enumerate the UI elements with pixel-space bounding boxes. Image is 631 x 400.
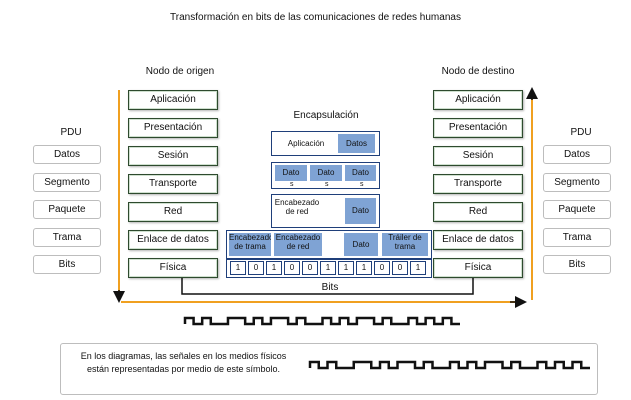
enc-app-label: Aplicación	[287, 139, 325, 148]
enc-segment-1: Dato	[275, 165, 307, 181]
layer-dest-4: Red	[433, 202, 523, 222]
diagram-title: Transformación en bits de las comunicaci…	[170, 12, 461, 23]
bit-10: 1	[410, 261, 426, 275]
enc-frame-trailer: Tráiler de trama	[382, 233, 428, 256]
pdu-left-3: Trama	[33, 227, 101, 247]
pdu-left-1: Segmento	[33, 172, 101, 192]
bit-3: 0	[284, 261, 300, 275]
enc-transport-row: Dato Dato Dato s s s	[271, 162, 380, 189]
enc-network-row: Encabezado de red Dato	[271, 194, 380, 228]
enc-network-header: Encabezado de red	[274, 198, 320, 216]
layer-source-4: Red	[128, 202, 218, 222]
layer-dest-1: Presentación	[433, 118, 523, 138]
layer-source-0: Aplicación	[128, 90, 218, 110]
bit-6: 1	[338, 261, 354, 275]
signal-symbol-legend	[308, 360, 590, 370]
pdu-right-0: Datos	[543, 145, 611, 164]
layer-source-6: Física	[128, 258, 218, 278]
bit-4: 0	[302, 261, 318, 275]
pdu-right-2: Paquete	[543, 200, 611, 219]
enc-s-2: s	[325, 181, 329, 188]
layer-dest-2: Sesión	[433, 146, 523, 166]
enc-segment-3: Dato	[345, 165, 376, 181]
enc-frame-net-header: Encabezado de red	[274, 233, 322, 256]
dest-node-label: Nodo de destino	[441, 66, 515, 77]
pdu-right-3: Trama	[543, 227, 611, 247]
source-node-label: Nodo de origen	[145, 66, 215, 77]
enc-app-data: Datos	[338, 134, 375, 153]
encapsulation-label: Encapsulación	[293, 110, 359, 121]
pdu-title-right: PDU	[570, 127, 592, 138]
enc-frame-header: Encabezado de trama	[229, 233, 271, 256]
layer-source-2: Sesión	[128, 146, 218, 166]
pdu-left-4: Bits	[33, 255, 101, 274]
bit-7: 1	[356, 261, 372, 275]
bits-label: Bits	[321, 282, 339, 293]
bit-2: 1	[266, 261, 282, 275]
legend-text: En los diagramas, las señales en los med…	[80, 351, 287, 374]
pdu-right-1: Segmento	[543, 172, 611, 192]
enc-frame-data: Dato	[344, 233, 378, 256]
layer-source-3: Transporte	[128, 174, 218, 194]
pdu-left-2: Paquete	[33, 200, 101, 219]
layer-dest-0: Aplicación	[433, 90, 523, 110]
bit-1: 0	[248, 261, 264, 275]
bit-5: 1	[320, 261, 336, 275]
layer-dest-3: Transporte	[433, 174, 523, 194]
enc-s-3: s	[360, 181, 364, 188]
layer-dest-5: Enlace de datos	[433, 230, 523, 250]
pdu-left-0: Datos	[33, 145, 101, 164]
enc-s-1: s	[290, 181, 294, 188]
pdu-right-4: Bits	[543, 255, 611, 274]
enc-datalink-row: Encabezado de trama Encabezado de red Da…	[226, 230, 432, 259]
layer-source-1: Presentación	[128, 118, 218, 138]
enc-application-row: Aplicación Datos	[271, 131, 380, 156]
signal-symbol	[183, 316, 460, 326]
pdu-title-left: PDU	[60, 127, 82, 138]
layer-dest-6: Física	[433, 258, 523, 278]
enc-network-data: Dato	[345, 198, 376, 224]
bit-0: 1	[230, 261, 246, 275]
layer-source-5: Enlace de datos	[128, 230, 218, 250]
bit-8: 0	[374, 261, 390, 275]
enc-segment-2: Dato	[310, 165, 342, 181]
bit-9: 0	[392, 261, 408, 275]
legend-box: En los diagramas, las señales en los med…	[60, 343, 598, 395]
